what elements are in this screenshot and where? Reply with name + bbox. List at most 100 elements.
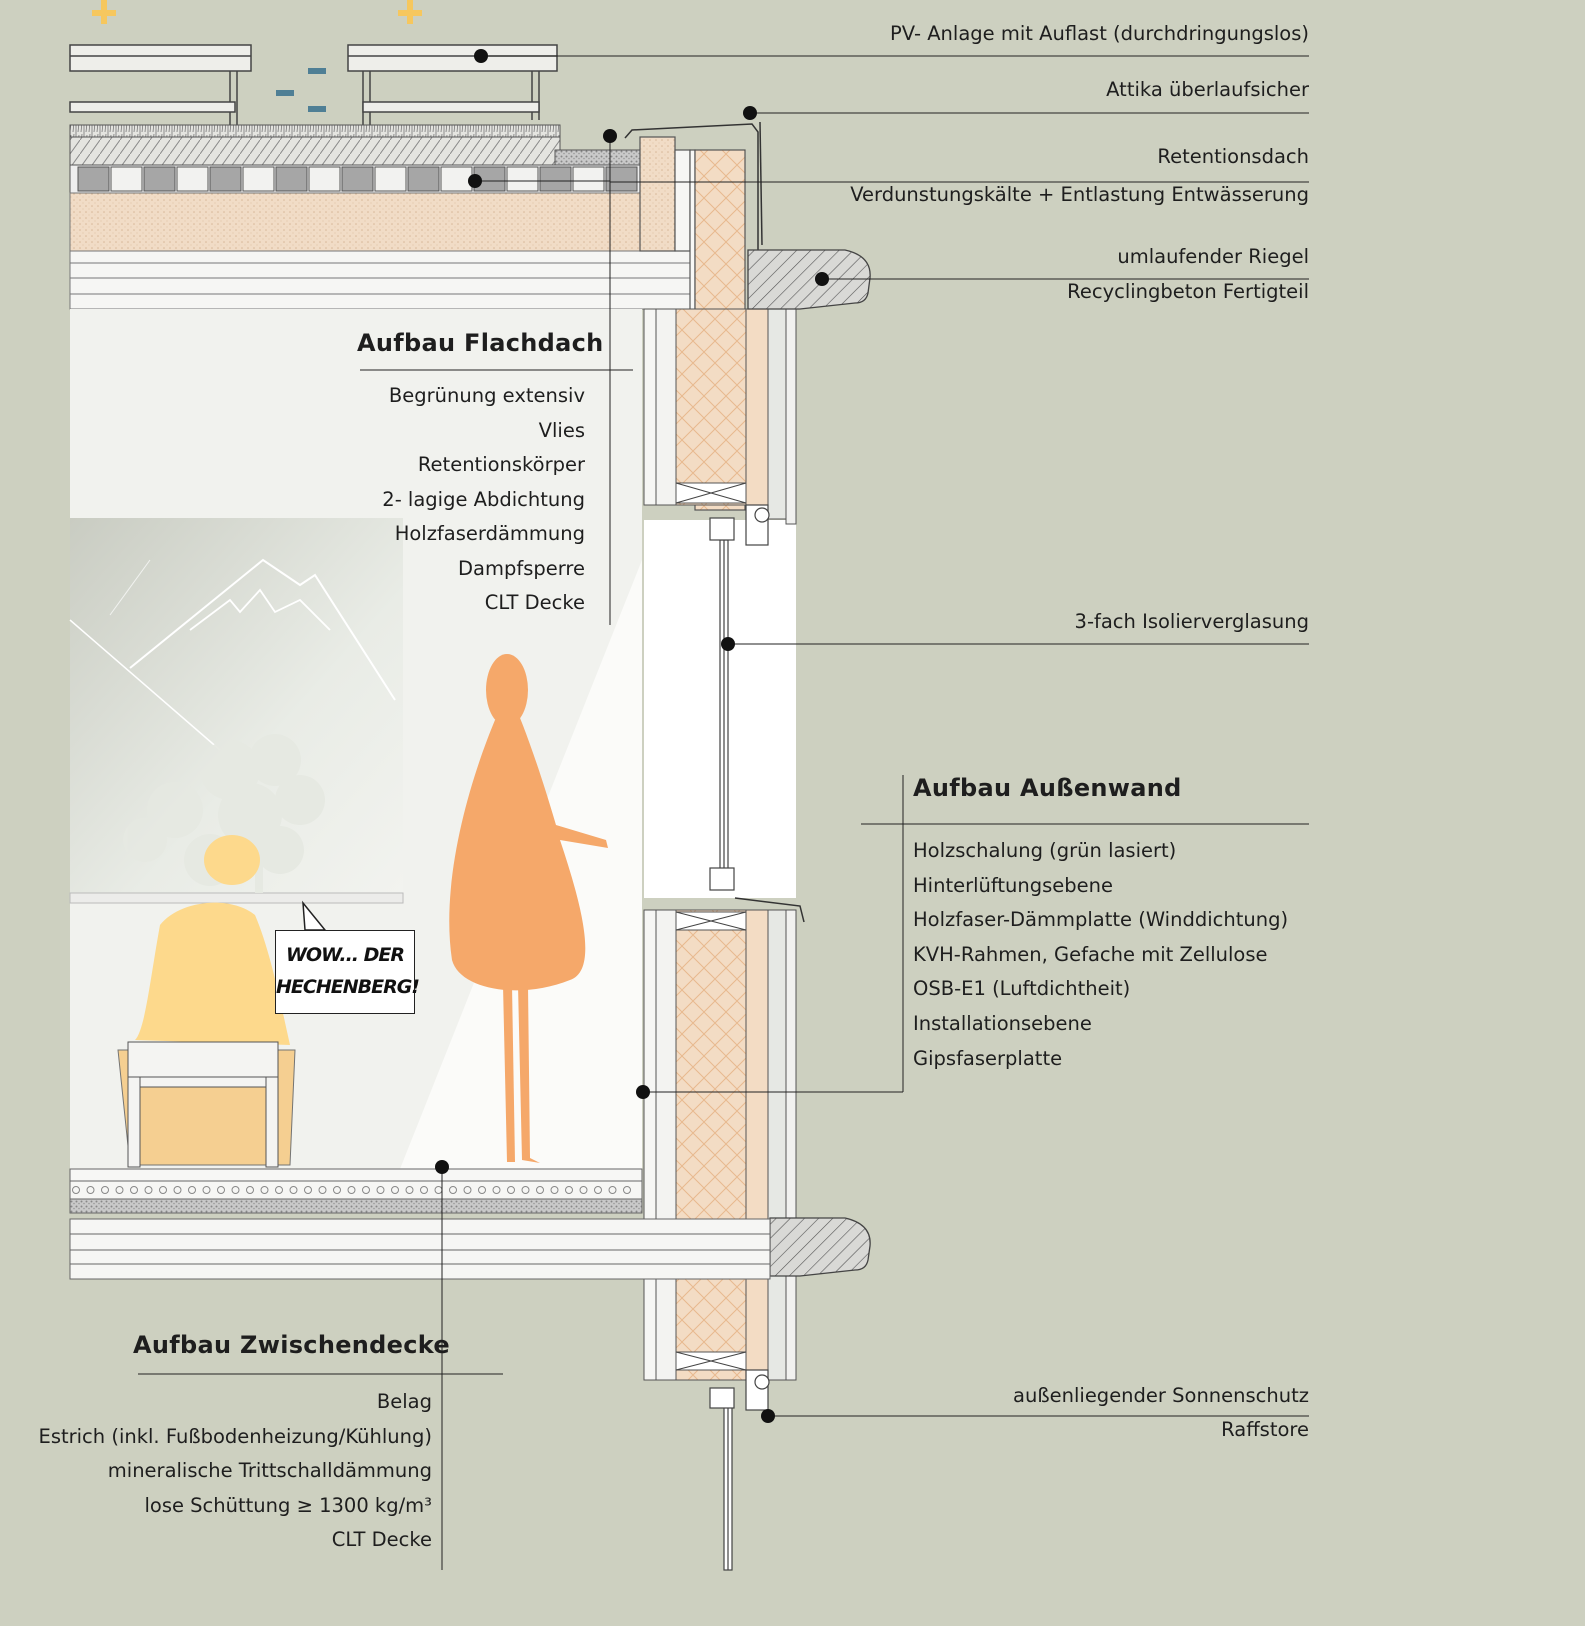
zwischendecke-item: CLT Decke [331,1528,432,1551]
label-attika: Attika überlaufsicher [1106,78,1309,101]
heating-pipe [463,1186,472,1194]
heating-pipe [86,1186,95,1194]
heating-pipe [289,1186,298,1194]
flachdach-item: Holzfaserdämmung [394,522,585,545]
exterior-wall-upper [643,308,797,525]
aussenwand-item: Gipsfaserplatte [913,1047,1063,1070]
heating-pipe [478,1186,486,1194]
label-sonnenschutz: außenliegender Sonnenschutz [1013,1384,1309,1407]
leader-lines [138,55,1309,1570]
roof-insulation [69,192,641,252]
heating-pipe [318,1186,327,1194]
heating-pipe [594,1186,602,1194]
exterior-wall-lower [643,897,805,1381]
label-verglasung: 3-fach Isolierverglasung [1074,610,1309,633]
heating-pipe [507,1186,515,1194]
heating-pipe [101,1186,109,1194]
clt-roof-slab [69,250,711,310]
flachdach-item: 2- lagige Abdichtung [382,488,585,511]
heating-pipe [565,1186,573,1194]
heating-pipe [608,1186,617,1194]
retention-box [341,166,374,192]
heating-pipe [304,1186,312,1194]
zwischendecke-item: mineralische Trittschalldämmung [107,1459,432,1482]
aussenwand-item: KVH-Rahmen, Gefache mit Zellulose [913,943,1268,966]
heading-zwischendecke: Aufbau Zwischendecke [133,1331,450,1359]
retention-box [605,166,638,192]
zwischendecke-item: lose Schüttung ≥ 1300 kg/m³ [144,1494,432,1517]
standing-person [449,654,608,1163]
retention-box [506,166,539,192]
sun-icon [398,0,422,24]
flachdach-item: Vlies [538,419,585,442]
heating-pipe [521,1186,530,1194]
heating-pipe [217,1186,225,1194]
heating-pipe [376,1186,385,1194]
retention-box [275,166,308,192]
retention-boxes [77,166,638,192]
label-riegel: umlaufender Riegel [1117,245,1309,268]
aussenwand-item: Installationsebene [913,1012,1092,1035]
label-verdunstung: Verdunstungskälte + Entlastung Entwässer… [850,183,1309,206]
raffstore-box [745,504,770,1411]
intermediate-floor [69,1168,771,1280]
precast-concrete-riegel [747,249,871,1277]
retention-box [572,166,605,192]
heating-pipe [144,1186,153,1194]
heating-pipe [492,1186,501,1194]
retention-box [209,166,242,192]
heading-aussenwand: Aufbau Außenwand [913,774,1182,802]
heating-pipe [72,1186,80,1194]
heating-pipe [173,1186,182,1194]
heating-pipe [130,1186,138,1194]
flachdach-item: Begrünung extensiv [388,384,585,407]
heating-pipe [623,1186,631,1194]
heading-flachdach: Aufbau Flachdach [357,329,604,357]
label-recyclingbeton: Recyclingbeton Fertigteil [1067,280,1309,303]
zwischendecke-item: Belag [376,1390,432,1413]
flachdach-item: CLT Decke [484,591,585,614]
label-pv-anlage: PV- Anlage mit Auflast (durchdringungslo… [890,22,1309,45]
label-retentionsdach: Retentionsdach [1157,145,1309,168]
zwischendecke-item: Estrich (inkl. Fußbodenheizung/Kühlung) [38,1425,433,1448]
retention-box [308,166,341,192]
retention-box [440,166,473,192]
aussenwand-item: OSB-E1 (Luftdichtheit) [913,977,1131,1000]
retention-box [539,166,572,192]
heating-pipe [550,1186,559,1194]
heating-pipe [275,1186,283,1194]
heating-pipe [391,1186,399,1194]
retention-box [176,166,209,192]
heating-pipe [405,1186,414,1194]
aussenwand-item: Holzfaser-Dämmplatte (Winddichtung) [913,908,1289,931]
sitting-person [135,835,290,1045]
speech-bubble-line: WOW... DER [285,944,405,966]
heating-pipe [420,1186,428,1194]
retention-box [143,166,176,192]
heating-pipe [115,1186,124,1194]
heating-pipe [246,1186,254,1194]
retention-box [407,166,440,192]
sun-icon [92,0,116,24]
heating-pipe [231,1186,240,1194]
speech-bubble-line: HECHENBERG! [276,976,420,998]
aussenwand-item: Hinterlüftungsebene [913,874,1114,897]
heating-pipe [536,1186,544,1194]
heating-pipe [159,1186,167,1194]
label-raffstore: Raffstore [1221,1418,1309,1441]
heating-pipe [347,1186,356,1194]
heating-pipe [333,1186,341,1194]
heating-pipe [260,1186,269,1194]
flachdach-item: Dampfsperre [458,557,585,580]
retention-box [77,166,110,192]
window [644,517,796,1571]
pv-panel [69,44,558,132]
flachdach-item: Retentionskörper [417,453,585,476]
heating-pipe [579,1186,588,1194]
retention-box [374,166,407,192]
aussenwand-item: Holzschalung (grün lasiert) [913,839,1177,862]
heating-pipe [202,1186,211,1194]
heating-pipe [362,1186,370,1194]
